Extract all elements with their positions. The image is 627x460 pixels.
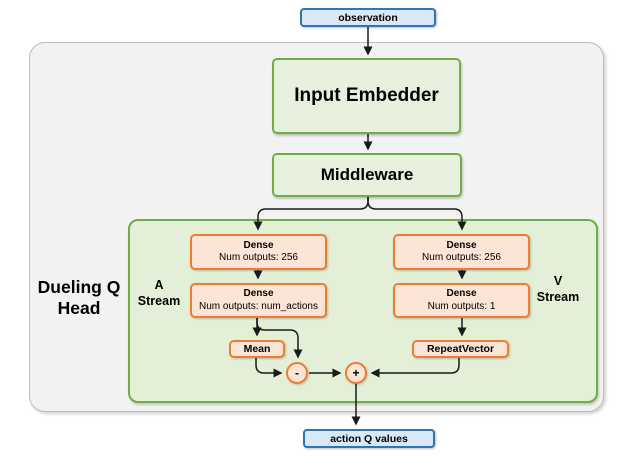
v-stream-dense-1-node: Dense Num outputs: 256 bbox=[393, 234, 530, 270]
dense-subtitle: Num outputs: 256 bbox=[422, 252, 501, 263]
middleware-label: Middleware bbox=[320, 165, 414, 184]
subtract-operator-node: - bbox=[286, 362, 308, 384]
minus-icon: - bbox=[295, 366, 299, 380]
input-embedder-label: Input Embedder bbox=[294, 85, 439, 106]
repeat-vector-node: RepeatVector bbox=[412, 340, 509, 358]
repeat-vector-label: RepeatVector bbox=[426, 343, 495, 355]
action-q-values-label: action Q values bbox=[330, 432, 408, 445]
mean-node: Mean bbox=[229, 340, 285, 358]
dense-title: Dense bbox=[446, 288, 477, 299]
dense-subtitle: Num outputs: num_actions bbox=[199, 300, 318, 312]
dense-subtitle: Num outputs: 1 bbox=[427, 300, 496, 312]
observation-node: observation bbox=[300, 8, 436, 27]
a-stream-dense-1-node: Dense Num outputs: 256 bbox=[190, 234, 327, 270]
a-stream-dense-2-node: Dense Num outputs: num_actions bbox=[190, 283, 327, 318]
dueling-q-head-label: Dueling Q Head bbox=[37, 277, 121, 319]
add-operator-node: + bbox=[345, 362, 367, 384]
action-q-values-node: action Q values bbox=[303, 429, 435, 448]
plus-icon: + bbox=[352, 366, 360, 380]
v-stream-label: V Stream bbox=[536, 274, 580, 304]
dense-subtitle: Num outputs: 256 bbox=[219, 252, 298, 263]
dense-title: Dense bbox=[243, 239, 274, 251]
observation-label: observation bbox=[338, 11, 398, 24]
middleware-node: Middleware bbox=[272, 153, 462, 197]
dense-title: Dense bbox=[243, 288, 274, 299]
input-embedder-node: Input Embedder bbox=[272, 58, 461, 134]
a-stream-label: A Stream bbox=[137, 278, 181, 308]
mean-label: Mean bbox=[243, 343, 271, 355]
v-stream-dense-2-node: Dense Num outputs: 1 bbox=[393, 283, 530, 318]
dense-title: Dense bbox=[446, 239, 477, 251]
